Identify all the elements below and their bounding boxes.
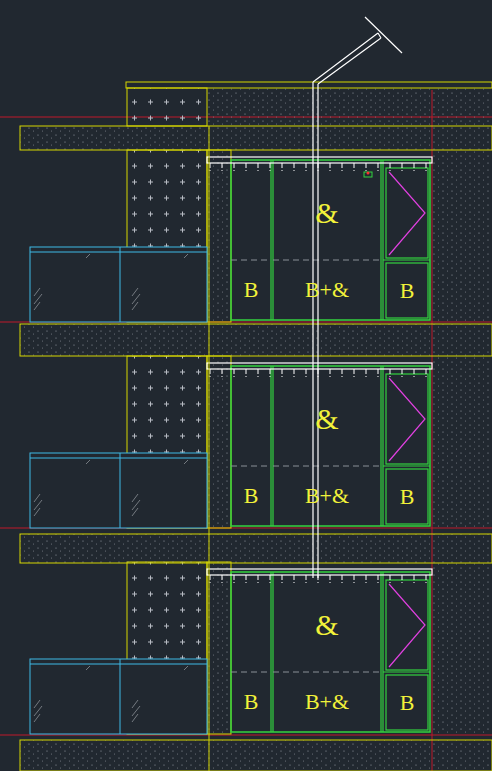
window-pane: B: [386, 469, 428, 524]
window-pane: &: [275, 374, 379, 464]
pane-mark: B: [244, 691, 259, 713]
pane-mark: &: [315, 198, 338, 228]
pane-mark: B+&: [305, 691, 349, 713]
window-pane: B+&: [275, 674, 379, 730]
pane-mark: B: [244, 485, 259, 507]
pane-mark: B: [244, 279, 259, 301]
window-pane: B+&: [275, 468, 379, 524]
pane-mark: &: [315, 404, 338, 434]
window-pane: B: [232, 674, 270, 730]
pane-mark: B+&: [305, 279, 349, 301]
window-pane: B: [232, 262, 270, 318]
window-pane: B: [386, 675, 428, 730]
pane-mark: B: [400, 486, 415, 508]
window-pane: &: [275, 580, 379, 670]
pane-mark: B+&: [305, 485, 349, 507]
window-pane: B+&: [275, 262, 379, 318]
pane-mark: B: [400, 280, 415, 302]
window-pane: B: [232, 468, 270, 524]
pane-mark: &: [315, 610, 338, 640]
pane-mark: B: [400, 692, 415, 714]
window-pane: B: [386, 263, 428, 318]
window-pane: &: [275, 168, 379, 258]
